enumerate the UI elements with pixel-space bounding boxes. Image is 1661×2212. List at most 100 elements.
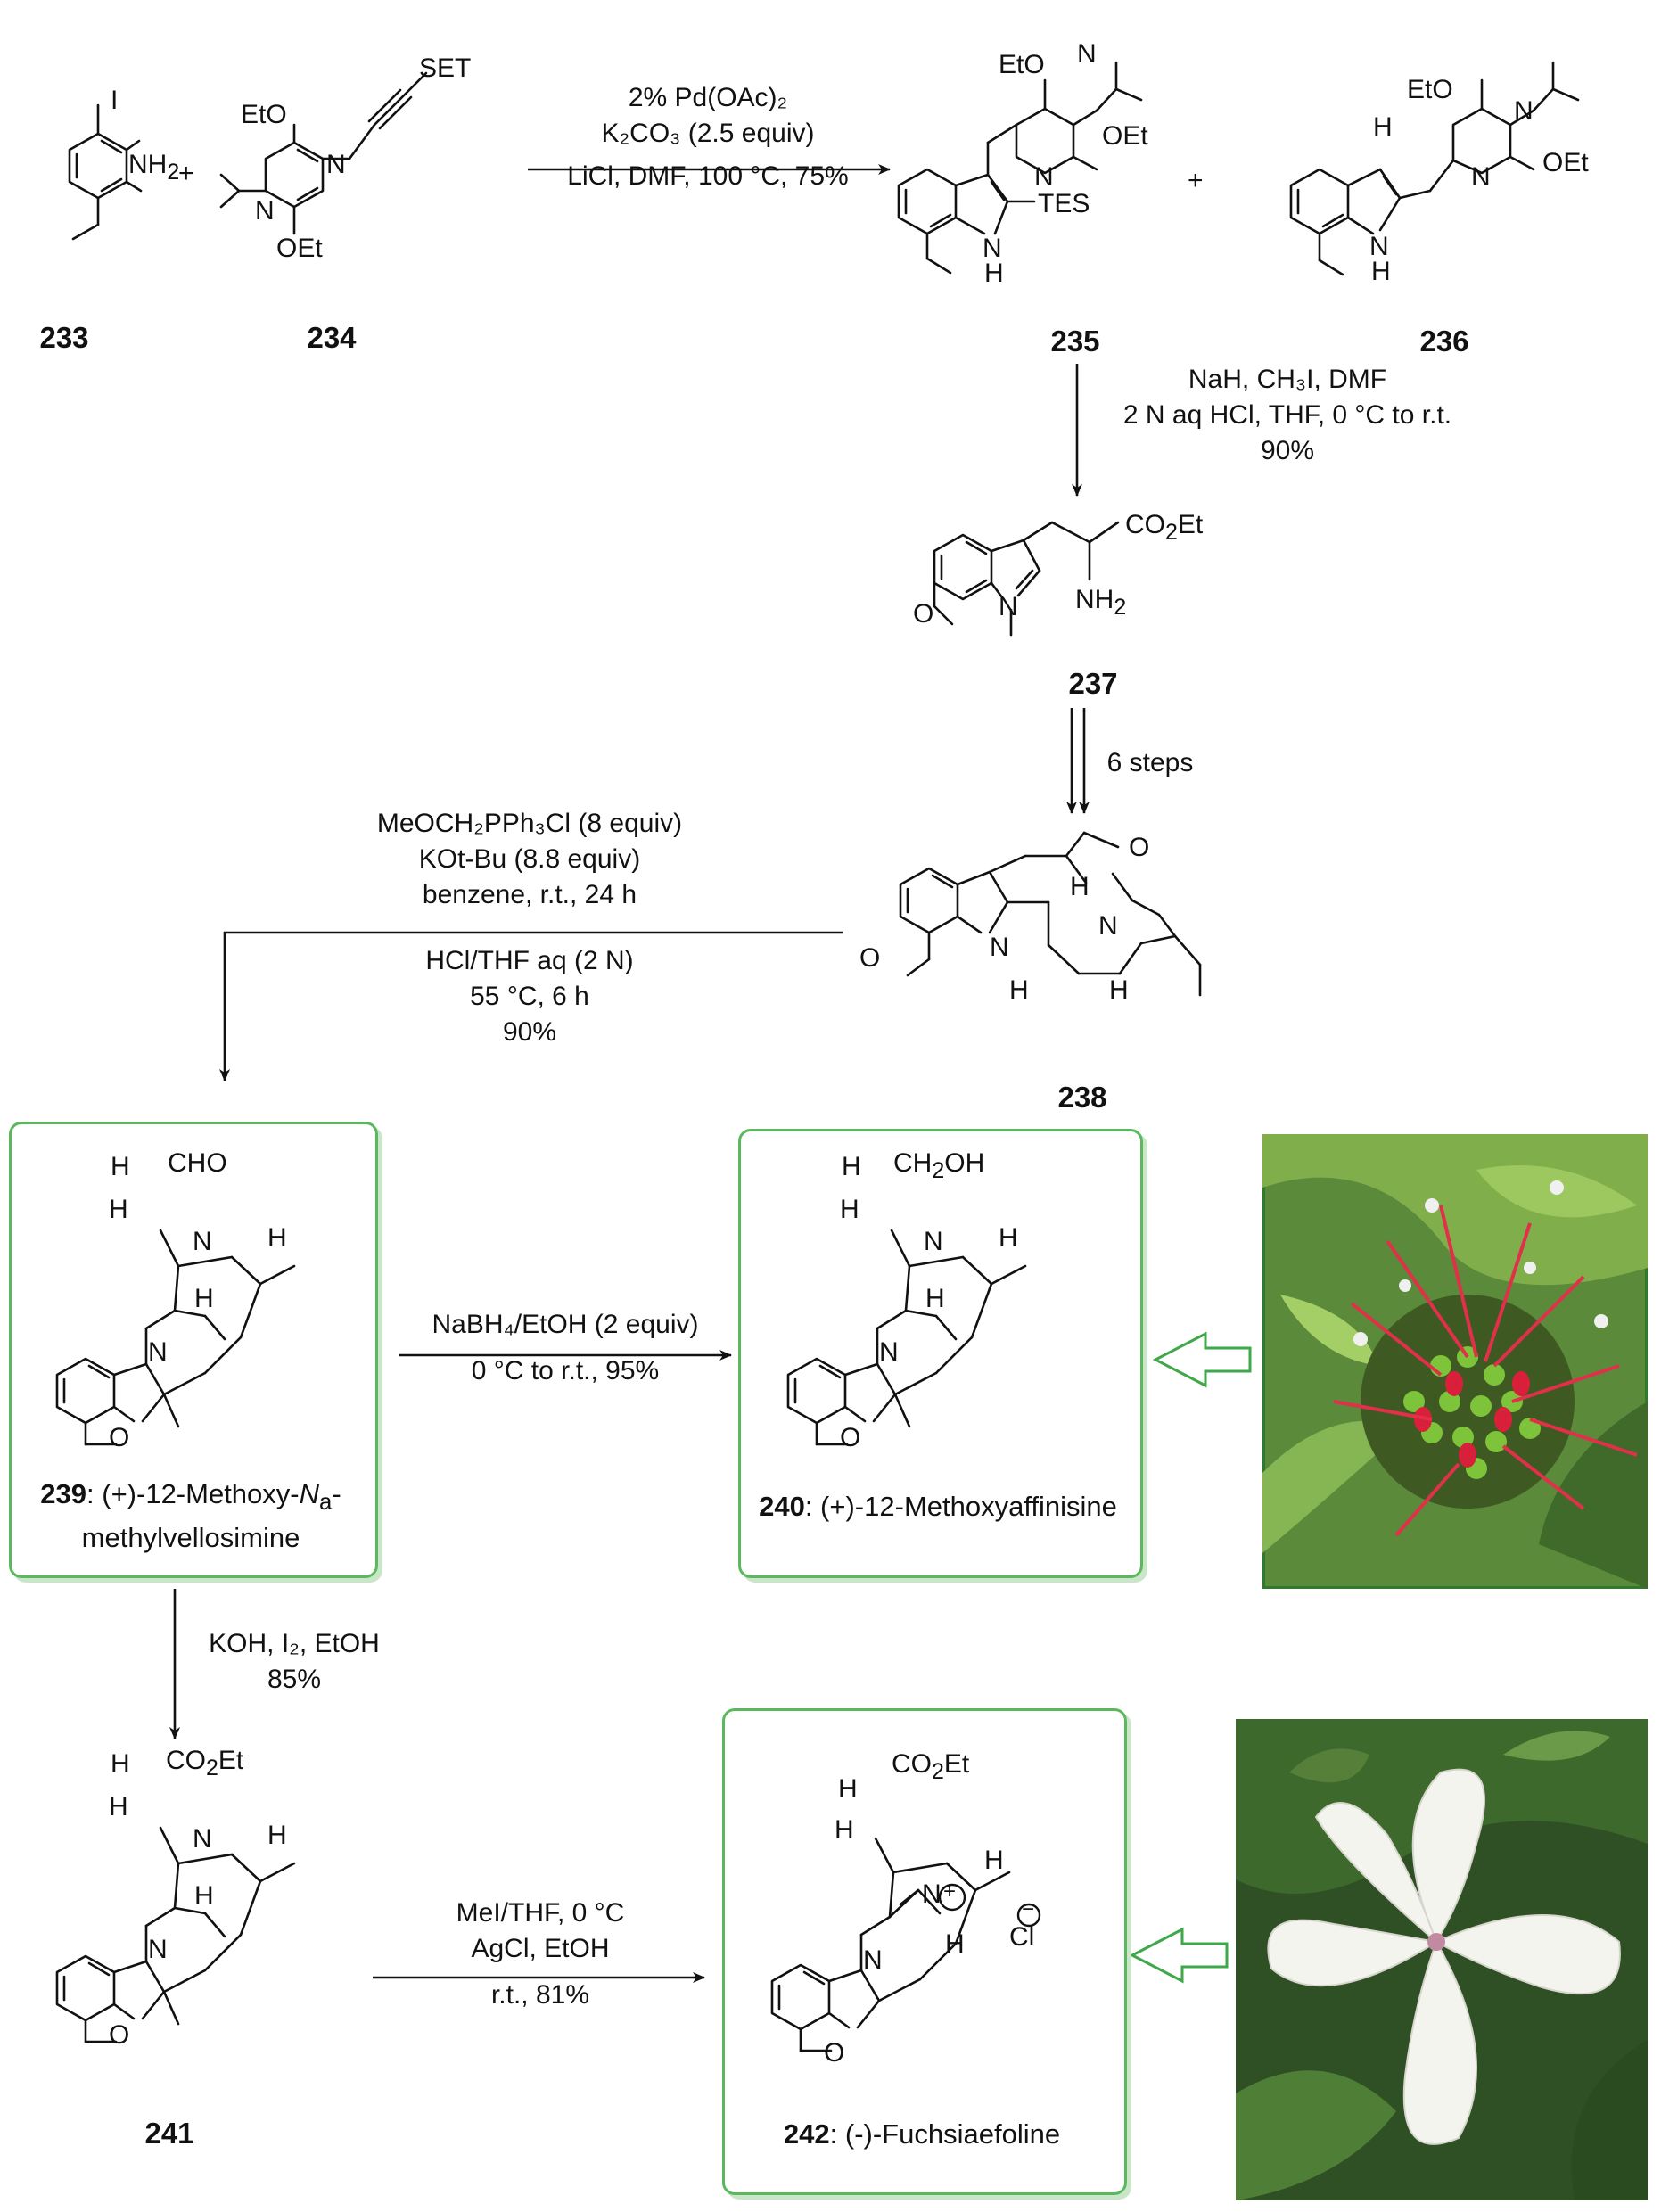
- ester-label-242: CO2Et: [892, 1749, 970, 1784]
- arrow-step4: [219, 931, 843, 1081]
- compound-239-structure: [55, 1229, 296, 1446]
- compound-number-234: 234: [307, 321, 357, 354]
- box-compound-240: [738, 1129, 1143, 1578]
- conditions-step4-line3: benzene, r.t., 24 h: [422, 880, 637, 909]
- silyl-label-235: TES: [1038, 189, 1090, 218]
- caption-242-number: 242: [783, 2118, 830, 2150]
- alcohol-label-240: CH2OH: [893, 1148, 985, 1183]
- caption-242-name: : (-)-Fuchsiaefoline: [829, 2118, 1061, 2150]
- conditions-step4-line2: KOt-Bu (8.8 equiv): [418, 844, 641, 874]
- conditions-step4-line6: 90%: [502, 1017, 557, 1047]
- h-label-240c: H: [999, 1223, 1018, 1253]
- conditions-step5: NaBH₄/EtOH (2 equiv) 0 °C to r.t., 95%: [432, 1307, 698, 1389]
- compound-235-structure: [897, 61, 1143, 275]
- box-compound-239: [9, 1122, 378, 1578]
- conditions-step5-line1: NaBH₄/EtOH (2 equiv): [432, 1310, 699, 1339]
- caption-240-number: 240: [759, 1491, 805, 1522]
- compound-number-233: 233: [39, 321, 89, 354]
- caption-239-text: : (+)-12-Methoxy-: [86, 1478, 300, 1509]
- h-label-242a: H: [838, 1774, 858, 1804]
- caption-239-line2: methylvellosimine: [81, 1522, 300, 1554]
- h-label-241b: H: [109, 1792, 128, 1821]
- ester-label-241: CO2Et: [166, 1746, 244, 1780]
- n-label-240b: N: [879, 1337, 899, 1367]
- n-label-241b: N: [148, 1935, 168, 1964]
- photo-red-flower-plant: [1262, 1134, 1648, 1589]
- source-arrow-240: [1152, 1331, 1252, 1388]
- h-label-238b: H: [1009, 975, 1029, 1005]
- positive-charge-label: +: [943, 1879, 957, 1904]
- n-label-241a: N: [193, 1824, 212, 1854]
- negative-charge-circle: [1016, 1903, 1041, 1928]
- conditions-step2-line3: 90%: [1260, 436, 1315, 465]
- conditions-step1-line1: 2% Pd(OAc)₂: [628, 83, 788, 112]
- ester-label-237: CO2Et: [1125, 510, 1204, 545]
- nitrogen-label-236a: N: [1514, 96, 1534, 126]
- ketone-o-label-238: O: [1129, 833, 1150, 862]
- nitrogen-label-235b: N: [1034, 162, 1054, 192]
- compound-234-structure: [219, 71, 428, 235]
- conditions-step2: NaH, CH₃I, DMF 2 N aq HCl, THF, 0 °C to …: [1123, 362, 1451, 469]
- conditions-step3: 6 steps: [1107, 745, 1194, 781]
- h-label-239c: H: [267, 1223, 287, 1253]
- conditions-step7: MeI/THF, 0 °C AgCl, EtOH r.t., 81%: [456, 1895, 625, 2013]
- ethoxy-label-236b: OEt: [1542, 148, 1589, 177]
- conditions-step4-bottom: HCl/THF aq (2 N) 55 °C, 6 h 90%: [425, 943, 633, 1050]
- compound-238-structure: [899, 831, 1202, 997]
- conditions-step6: KOH, I₂, EtOH 85%: [209, 1626, 380, 1698]
- h-label-238a: H: [1070, 872, 1090, 901]
- caption-239-number: 239: [40, 1478, 87, 1509]
- conditions-step6-line1: KOH, I₂, EtOH: [209, 1629, 380, 1658]
- methoxy-o-label-239: O: [109, 1423, 130, 1452]
- compound-number-241: 241: [144, 2117, 194, 2150]
- positive-charge-circle: [938, 1883, 966, 1912]
- indole-nh-label-236: N: [1369, 232, 1389, 261]
- compound-number-236: 236: [1419, 325, 1469, 358]
- caption-239-dash: -: [332, 1478, 341, 1509]
- h-label-241d: H: [194, 1881, 214, 1911]
- compound-242-structure: [770, 1837, 1011, 2052]
- methoxy-o-label-242: O: [824, 2038, 845, 2068]
- caption-240-name: : (+)-12-Methoxyaffinisine: [804, 1491, 1117, 1522]
- ethoxy-label-234a: EtO: [241, 100, 287, 129]
- source-arrow-242: [1129, 1927, 1229, 1984]
- conditions-step5-line2: 0 °C to r.t., 95%: [471, 1356, 660, 1386]
- h-label-239a: H: [111, 1152, 130, 1181]
- ethoxy-label-235a: EtO: [999, 50, 1045, 79]
- h-label-239b: H: [109, 1195, 128, 1224]
- chloride-label: Cl: [1009, 1922, 1035, 1952]
- vinyl-h-label-236: H: [1373, 112, 1393, 142]
- ethoxy-label-235b: OEt: [1102, 121, 1148, 151]
- negative-charge-label: −: [1022, 1897, 1035, 1921]
- n-label-242a: N: [922, 1879, 942, 1909]
- methoxy-o-label-240: O: [840, 1423, 861, 1452]
- h-label-241c: H: [267, 1821, 287, 1850]
- h-label-242c: H: [984, 1846, 1004, 1875]
- h-label-238c: H: [1109, 975, 1129, 1005]
- conditions-step1-line3: LiCl, DMF, 100 °C, 75%: [567, 161, 849, 191]
- conditions-step1-line2: K₂CO₃ (2.5 equiv): [601, 119, 815, 148]
- photo-white-flower-plant: [1236, 1719, 1648, 2200]
- conditions-step7-line3: r.t., 81%: [490, 1980, 590, 2010]
- conditions-step4-line1: MeOCH₂PPh₃Cl (8 equiv): [376, 809, 683, 838]
- h-label-239d: H: [194, 1284, 214, 1313]
- compound-236-structure: [1289, 61, 1580, 276]
- aldehyde-label-239: CHO: [168, 1148, 227, 1178]
- conditions-step6-line2: 85%: [267, 1665, 322, 1694]
- n-label-240a: N: [924, 1227, 943, 1256]
- conditions-step4-top: MeOCH₂PPh₃Cl (8 equiv) KOt-Bu (8.8 equiv…: [377, 806, 682, 913]
- n-label-238b: N: [990, 933, 1009, 962]
- indole-h-label-236: H: [1371, 257, 1391, 286]
- plus-sign-2: +: [1188, 166, 1204, 195]
- nitrogen-label-235a: N: [1077, 39, 1097, 69]
- compound-240-structure: [786, 1229, 1027, 1446]
- methoxy-o-label-238: O: [859, 943, 881, 973]
- conditions-step1: 2% Pd(OAc)₂ K₂CO₃ (2.5 equiv) LiCl, DMF,…: [567, 80, 848, 194]
- conditions-step7-line2: AgCl, EtOH: [471, 1934, 610, 1963]
- compound-237-structure: [933, 521, 1120, 637]
- compound-number-235: 235: [1050, 325, 1100, 358]
- silyl-label-234: SET: [419, 53, 472, 83]
- compound-233-structure: [68, 103, 143, 241]
- h-label-240a: H: [842, 1152, 861, 1181]
